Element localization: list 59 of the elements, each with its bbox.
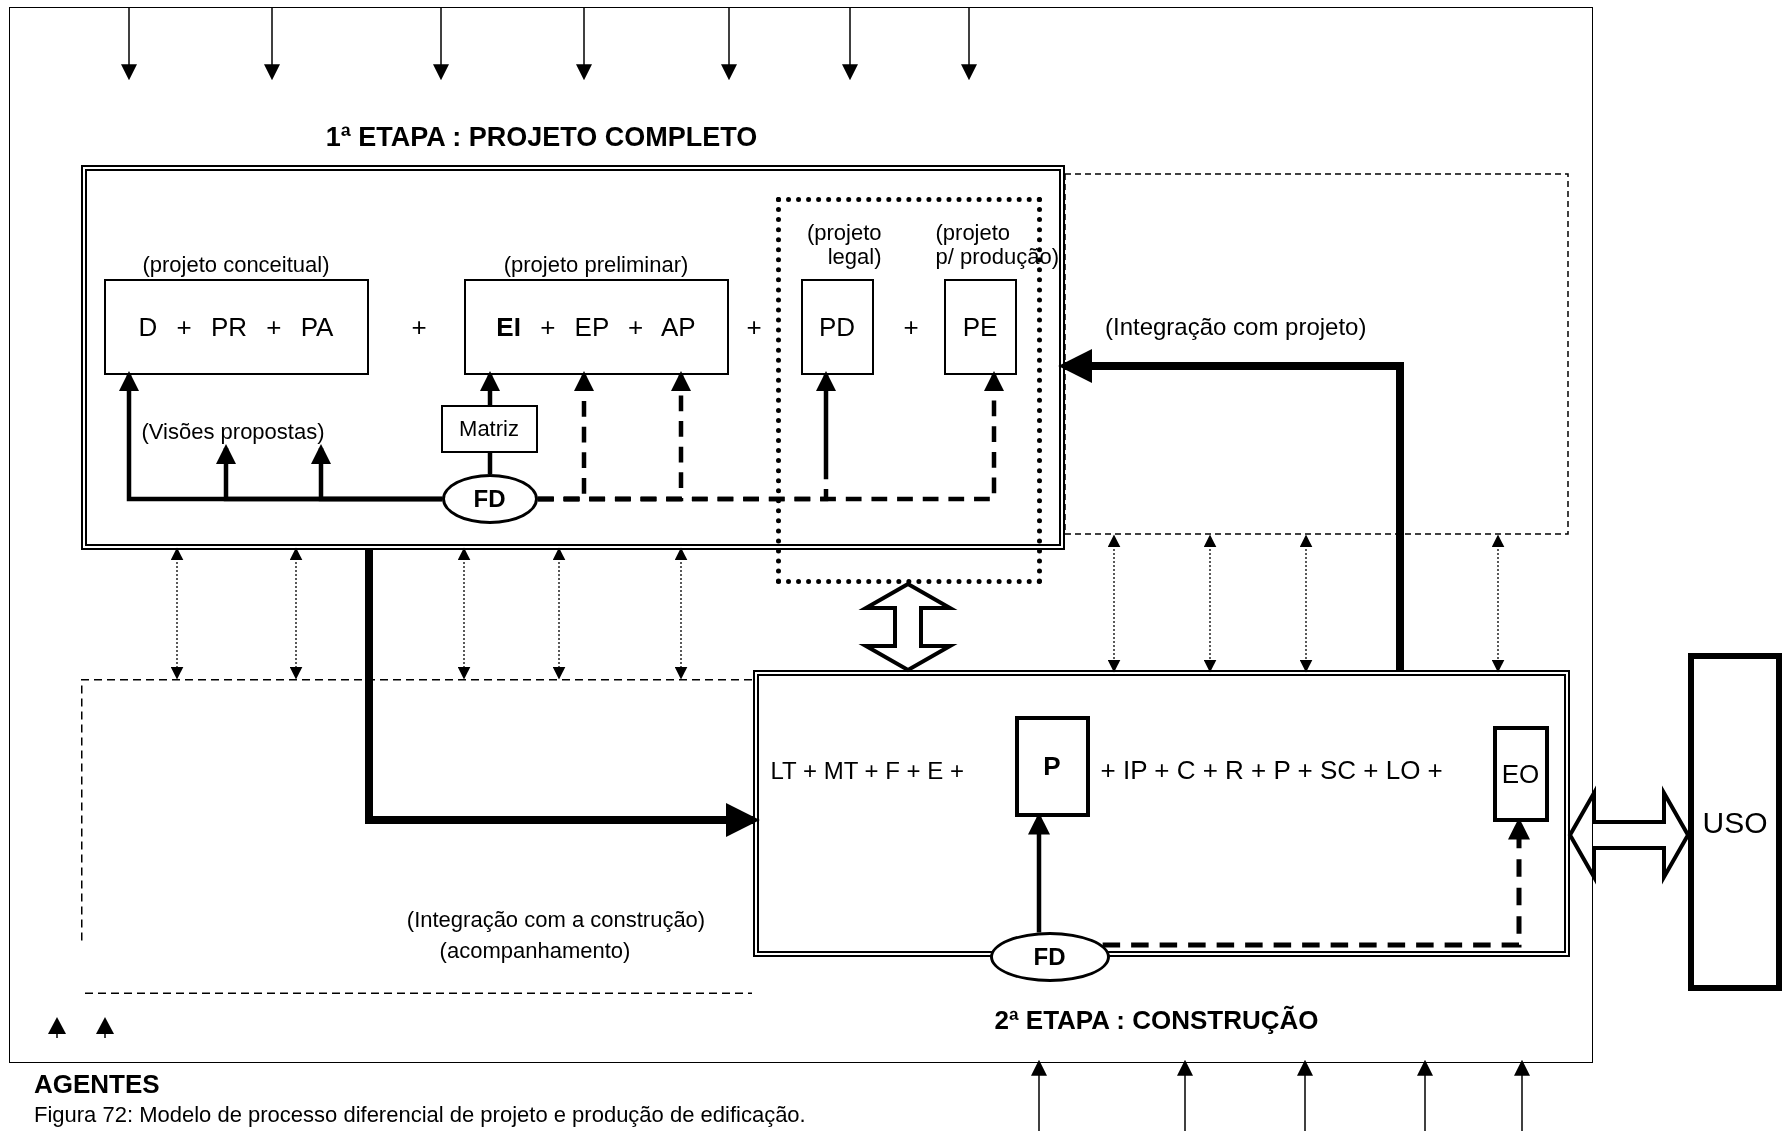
node-label: FD bbox=[473, 485, 506, 512]
arrow bbox=[1031, 1059, 1047, 1131]
outer-frame bbox=[9, 7, 1593, 1063]
connector-line bbox=[487, 453, 493, 474]
node-caption: (projeto preliminar) bbox=[503, 252, 689, 277]
process-box bbox=[440, 404, 538, 453]
arrow bbox=[457, 547, 471, 680]
arrow bbox=[289, 547, 303, 680]
node-label: EO bbox=[1501, 759, 1540, 788]
arrow bbox=[480, 371, 500, 405]
formula-text: LT + MT + F + E + bbox=[770, 757, 964, 784]
arrow bbox=[1177, 1059, 1193, 1131]
arrow bbox=[170, 547, 184, 680]
arrow bbox=[721, 6, 737, 81]
node-label: EI + EP + AP bbox=[496, 312, 696, 341]
arrow bbox=[433, 6, 449, 81]
arrow bbox=[311, 444, 442, 502]
node-label: Matriz bbox=[459, 416, 519, 441]
formula-text: + IP + C + R + P + SC + LO + bbox=[1100, 755, 1443, 785]
plus-sign: + bbox=[903, 312, 919, 342]
arrow bbox=[961, 6, 977, 81]
arrow bbox=[121, 6, 137, 81]
node-label: PE bbox=[962, 312, 998, 341]
annotation-text: (Visões propostas) bbox=[139, 419, 340, 448]
agents-label: AGENTES bbox=[34, 1070, 160, 1099]
arrow bbox=[1107, 534, 1121, 673]
plus-sign: + bbox=[411, 312, 427, 342]
stage-heading: 1ª ETAPA : PROJETO COMPLETO bbox=[325, 122, 758, 153]
annotation-text: (Integração com a construção) bbox=[406, 907, 706, 933]
node-label: D + PR + PA bbox=[138, 312, 334, 341]
stage-heading: 2ª ETAPA : CONSTRUÇÃO bbox=[994, 1005, 1319, 1035]
arrow bbox=[674, 547, 688, 680]
arrow bbox=[1297, 1059, 1313, 1131]
arrow bbox=[538, 371, 1004, 502]
process-box bbox=[1492, 725, 1549, 822]
process-box bbox=[1014, 715, 1090, 817]
arrow bbox=[1514, 1059, 1530, 1131]
arrow bbox=[264, 6, 280, 81]
annotation-text: (acompanhamento) bbox=[439, 938, 631, 964]
plus-sign: + bbox=[746, 312, 762, 342]
hollow-double-arrow bbox=[858, 581, 958, 673]
arrow bbox=[1491, 534, 1505, 673]
caption: Figura 72: Modelo de processo diferencial de projeto e produção de edificação. bbox=[34, 1103, 806, 1128]
arrow bbox=[1058, 349, 1404, 670]
arrow bbox=[576, 6, 592, 81]
arrow bbox=[842, 6, 858, 81]
node-caption: (projeto conceitual) bbox=[142, 252, 330, 277]
node-label: P bbox=[1043, 751, 1061, 781]
hollow-double-arrow bbox=[1567, 785, 1691, 885]
node-caption: (projeto legal) bbox=[805, 220, 882, 269]
arrow bbox=[1417, 1059, 1433, 1131]
node-label: FD bbox=[1033, 943, 1066, 970]
arrow bbox=[1299, 534, 1313, 673]
arrow bbox=[1203, 534, 1217, 673]
arrow bbox=[552, 547, 566, 680]
node-label: USO bbox=[1702, 805, 1768, 839]
node-caption: (projeto p/ produção) bbox=[935, 220, 1061, 269]
process-box bbox=[1688, 653, 1782, 991]
node-label: PD bbox=[818, 312, 856, 341]
